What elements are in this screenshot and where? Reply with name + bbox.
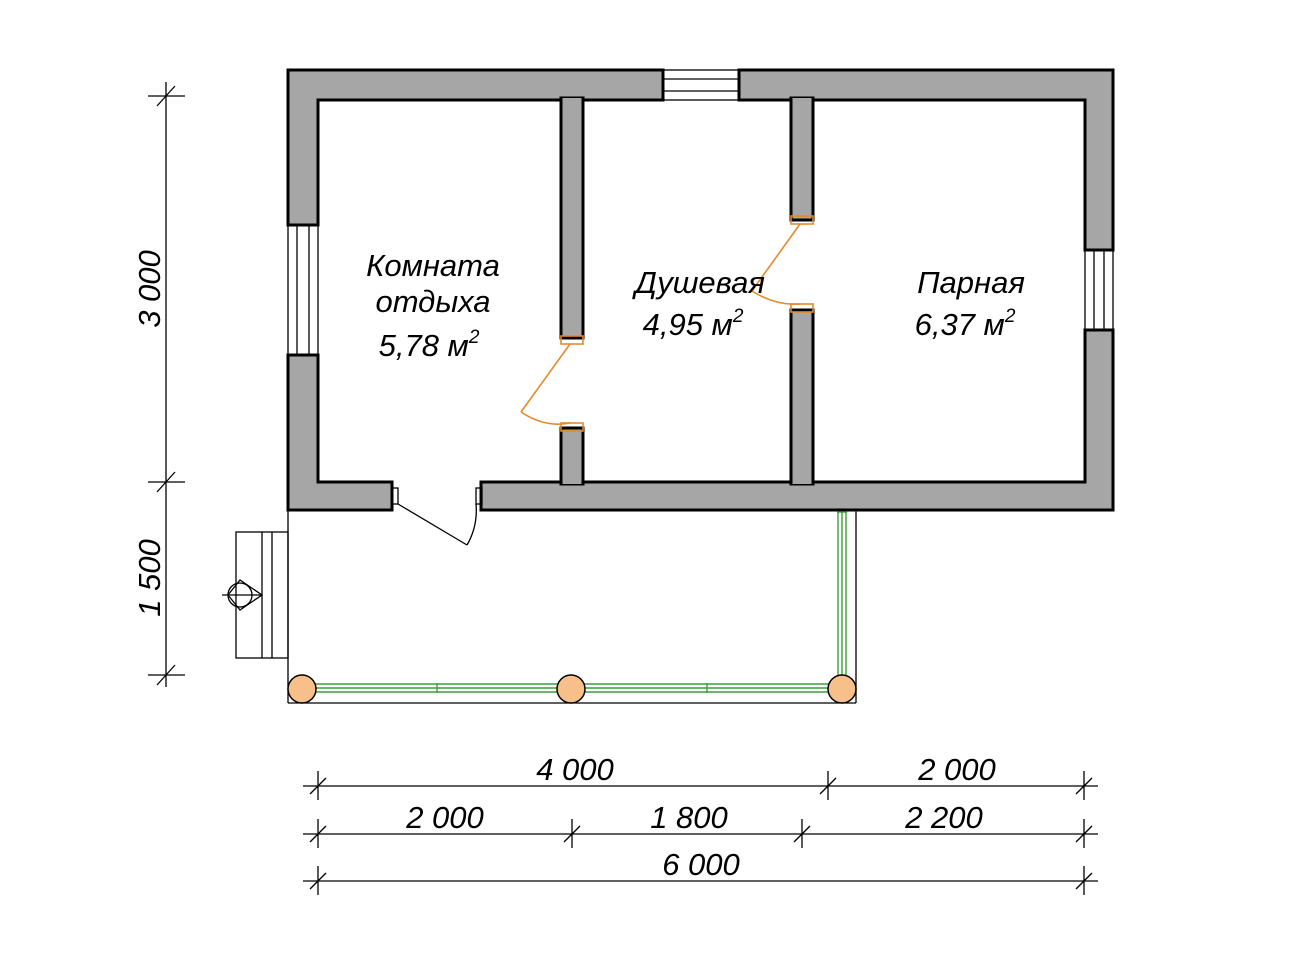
dim-label-2000-top: 2 000 [917,752,996,787]
room-label-steam: Парная [917,265,1025,300]
post [556,674,586,704]
room-label-rest-line2: отдыха [375,284,490,319]
window-left [287,224,319,356]
window-right [1084,249,1114,331]
room-label-rest: Комната [366,248,500,283]
dimension-labels: 4 000 2 000 2 000 1 800 2 200 6 000 3 00… [132,250,996,882]
dim-label-3000: 3 000 [132,250,167,328]
dim-label-1500: 1 500 [132,539,167,617]
room-labels: Комната отдыха 5,78 м2 Душевая 4,95 м2 П… [366,248,1025,363]
post [287,674,317,704]
partition-1-lower [559,426,585,486]
room-area-shower: 4,95 м2 [643,306,744,342]
dim-label-2000: 2 000 [405,800,484,835]
doors [391,215,814,546]
dim-label-1800: 1 800 [650,800,728,835]
railing-vertical [837,511,847,688]
walls [286,68,1115,512]
partition-2-lower [789,308,815,486]
dimension-lines [148,82,1098,895]
dim-label-2200: 2 200 [904,800,983,835]
windows [287,69,1114,356]
room-area-rest: 5,78 м2 [379,327,480,363]
entrance-steps [222,531,289,659]
terrace [222,510,857,704]
room-label-shower: Душевая [632,265,765,300]
dim-label-6000: 6 000 [662,847,740,882]
post [827,674,857,704]
door-rest-room [520,335,584,432]
window-top [662,69,740,101]
terrace-posts [287,674,857,704]
wall-top-left [286,68,665,227]
door-shower [751,215,814,313]
room-area-steam: 6,37 м2 [915,306,1016,342]
door-entrance [391,487,483,546]
partition-1-upper [559,96,585,340]
wall-bottom-left [286,353,394,512]
partition-2-upper [789,96,815,222]
dim-label-4000: 4 000 [536,752,614,787]
